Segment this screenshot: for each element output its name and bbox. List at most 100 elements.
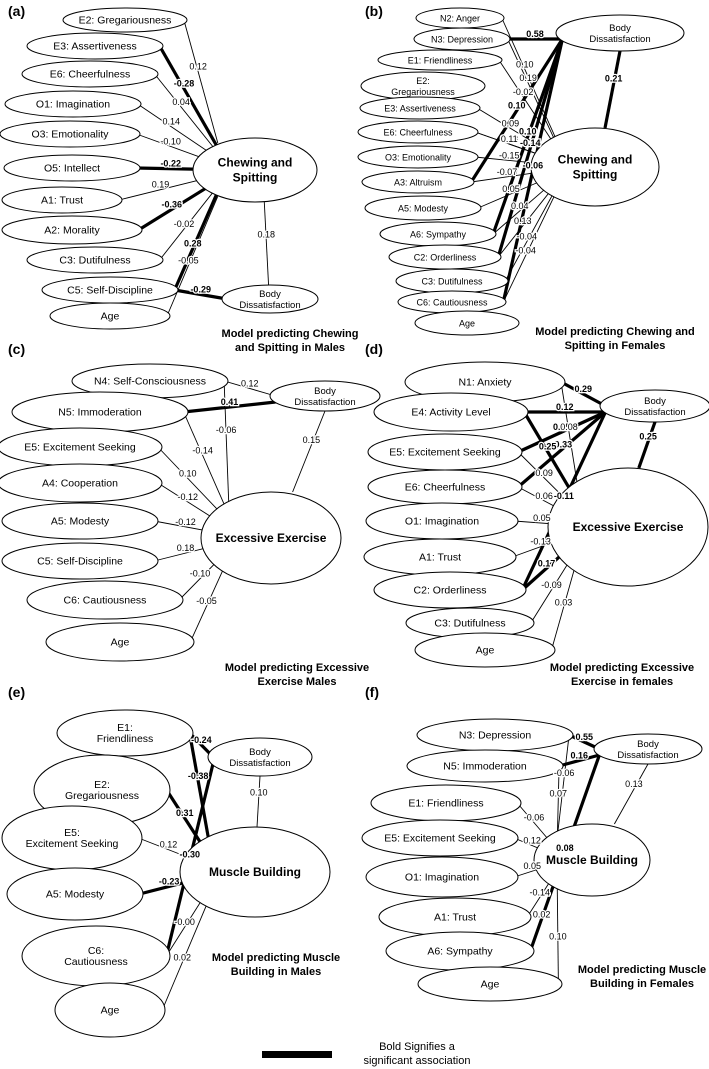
predictor-node-c-6: C6: Cautiousness	[26, 580, 184, 620]
outcome-node-e: Muscle Building	[179, 826, 331, 918]
outcome-node-c: Excessive Exercise	[200, 491, 342, 585]
edge-coefficient-c-2: -0.06	[216, 425, 237, 435]
edge-coefficient-e-0: -0.24	[191, 735, 212, 745]
edge-coefficient-d-12: -0.09	[541, 580, 562, 590]
predictor-node-c-2: E5: Excitement Seeking	[0, 427, 163, 467]
body-label: Body	[314, 386, 336, 397]
edge-coefficient-b-2: 0.19	[519, 73, 537, 83]
edge-coefficient-c-9: -0.05	[196, 596, 217, 606]
edge-coefficient-b-3: -0.02	[513, 87, 534, 97]
predictor-label: E5: Excitement Seeking	[384, 833, 496, 845]
body-label: Body	[609, 23, 631, 34]
path-edge-a-9	[173, 190, 220, 291]
panel-caption-f-line-1: Building in Females	[590, 978, 694, 990]
predictor-label: N2: Anger	[440, 14, 480, 24]
path-edge-f-11	[614, 763, 649, 825]
outcome-ellipse	[192, 137, 318, 203]
path-edge-a-10	[166, 196, 219, 317]
predictor-ellipse	[49, 302, 171, 330]
predictor-label: A1: Trust	[434, 912, 476, 924]
legend-line-1: Bold Signifies a	[379, 1041, 455, 1053]
edge-coefficient-c-0: 0.12	[241, 379, 259, 389]
body-ellipse	[593, 733, 703, 765]
predictor-node-c-7: Age	[45, 622, 195, 662]
predictor-ellipse	[26, 32, 164, 60]
predictor-ellipse	[1, 542, 159, 580]
outcome-label: Spitting	[573, 168, 618, 182]
path-edge-b-14	[469, 38, 564, 183]
outcome-label: Excessive Exercise	[573, 520, 684, 534]
predictor-node-a-9: C5: Self-Discipline	[41, 276, 179, 304]
predictor-label: O3: Emotionality	[31, 129, 109, 141]
edge-coefficient-f-10: 0.08	[556, 843, 574, 853]
edge-coefficient-d-0: 0.29	[574, 384, 592, 394]
predictor-label: C6: Cautiousness	[64, 595, 147, 607]
body-label: Dissatisfaction	[624, 407, 685, 418]
predictor-label: A1: Trust	[419, 552, 461, 564]
path-edge-b-1	[501, 17, 558, 141]
outcome-node-d: Excessive Exercise	[547, 467, 709, 587]
edge-coefficient-f-3: 0.07	[550, 788, 568, 798]
outcome-label: Chewing and	[558, 153, 633, 167]
edge-coefficient-d-14: 0.25	[639, 431, 657, 441]
predictor-node-a-8: C3: Dutifulness	[26, 246, 164, 274]
predictor-label: E5: Excitement Seeking	[24, 442, 136, 454]
predictor-label: O1: Imagination	[405, 872, 479, 884]
predictor-label: A5: Modesty	[46, 889, 105, 901]
edge-coefficient-a-7: -0.36	[162, 199, 183, 209]
predictor-ellipse	[357, 120, 479, 144]
edge-coefficient-b-0: 0.58	[526, 29, 544, 39]
predictor-node-d-7: C3: Dutifulness	[405, 607, 535, 639]
edge-coefficient-b-11: 0.13	[514, 216, 532, 226]
predictor-label: A5: Modesty	[51, 516, 110, 528]
edge-coefficient-f-1: 0.16	[570, 751, 588, 761]
edge-coefficient-e-1: -0.38	[188, 771, 209, 781]
predictor-node-a-7: A2: Morality	[1, 215, 143, 245]
outcome-ellipse	[547, 467, 709, 587]
edge-coefficient-f-2: -0.06	[554, 768, 575, 778]
predictor-node-d-3: E6: Cheerfulness	[367, 469, 523, 505]
predictor-ellipse	[359, 96, 481, 120]
predictor-node-d-1: E4: Activity Level	[373, 392, 529, 432]
predictor-label: C3: Dutifulness	[421, 277, 483, 287]
predictor-label: C3: Dutifulness	[59, 255, 130, 267]
predictor-label: E3: Assertiveness	[384, 104, 456, 114]
edge-coefficient-c-5: -0.12	[178, 492, 199, 502]
path-edge-c-10	[292, 410, 326, 493]
predictor-label: N3: Depression	[431, 35, 493, 45]
panel-caption-f-line-0: Model predicting Muscle	[578, 964, 706, 976]
edge-coefficient-c-6: -0.12	[175, 517, 196, 527]
predictor-label: E2:	[416, 76, 430, 86]
panel-c-edge-labels: 0.120.41-0.06-0.140.10-0.12-0.120.18-0.1…	[174, 377, 321, 607]
path-edge-b-18	[603, 50, 622, 129]
path-edge-a-1	[158, 45, 220, 149]
edge-coefficient-b-14: 0.10	[508, 101, 526, 111]
edge-coefficient-b-9: 0.05	[502, 184, 520, 194]
predictor-node-c-5: C5: Self-Discipline	[1, 542, 159, 580]
predictor-label: A6: Sympathy	[410, 230, 467, 240]
predictor-ellipse	[4, 90, 142, 118]
predictor-node-a-0: E2: Gregariousness	[62, 7, 188, 33]
outcome-node-f: Muscle Building	[533, 823, 651, 897]
predictor-label: C6: Cautiousness	[416, 298, 488, 308]
predictor-label: E2: Gregariousness	[79, 15, 172, 27]
predictor-ellipse	[357, 145, 479, 169]
outcome-label: Excessive Exercise	[216, 531, 327, 545]
edge-coefficient-b-8: -0.07	[497, 167, 518, 177]
body-label: Dissatisfaction	[617, 750, 678, 761]
predictor-ellipse	[414, 632, 556, 668]
edge-coefficient-f-5: 0.12	[523, 836, 541, 846]
predictor-label: Friendliness	[97, 733, 154, 745]
predictor-label: Gregariousness	[391, 87, 455, 97]
path-edge-c-1	[183, 400, 276, 414]
panel-a-edge-labels: 0.12-0.280.040.14-0.10-0.220.19-0.36-0.0…	[150, 60, 276, 295]
path-edge-b-3	[498, 59, 557, 148]
predictor-node-b-13: Age	[414, 310, 520, 336]
outcome-ellipse	[530, 127, 660, 207]
